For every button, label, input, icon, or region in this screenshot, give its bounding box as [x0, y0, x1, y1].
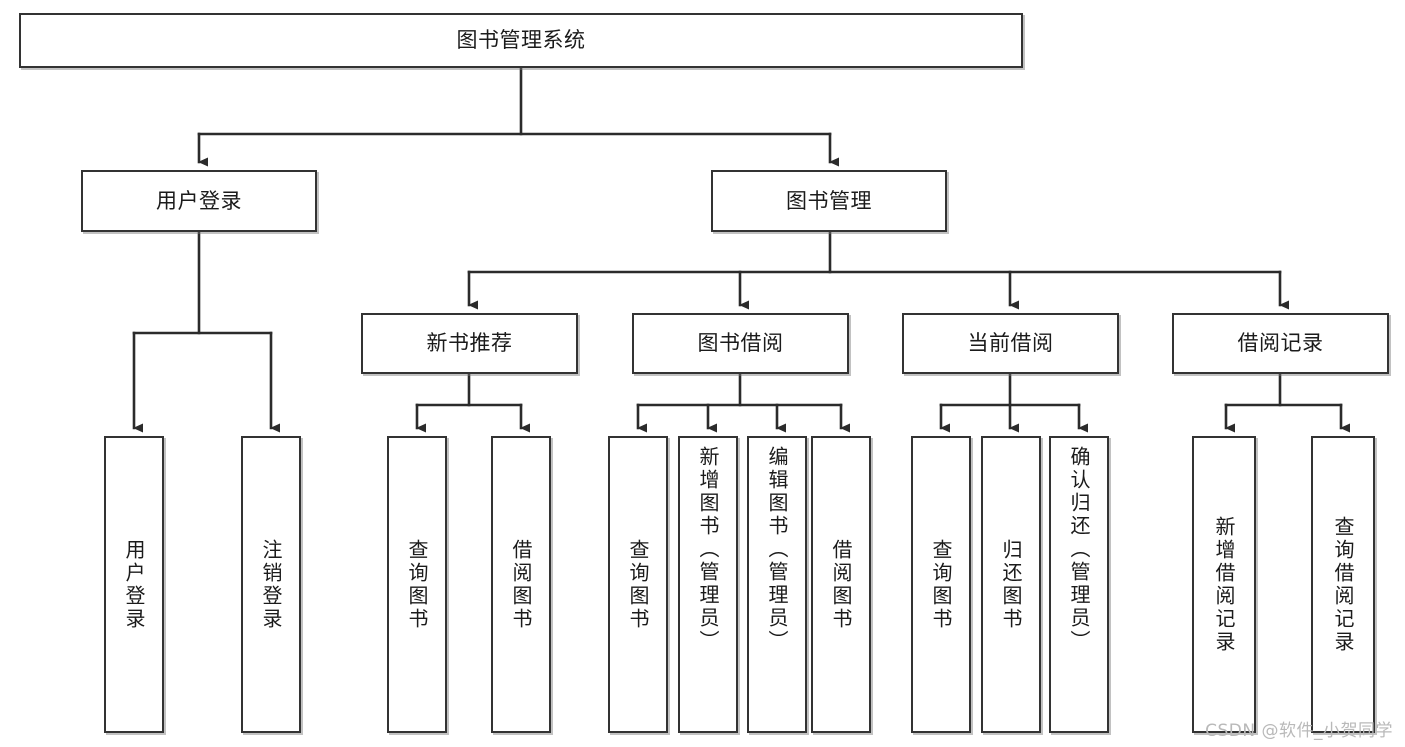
node-leaf-borrow-book-new-recommend[interactable]: 借阅图书 [491, 436, 551, 733]
node-label: 查询图书 [626, 538, 650, 631]
node-label: 借阅图书 [829, 538, 853, 631]
node-label: 确认归还（管理员） [1067, 446, 1091, 653]
node-label: 用户登录 [156, 188, 242, 213]
node-label: 借阅图书 [509, 538, 533, 631]
node-label: 查询借阅记录 [1331, 515, 1355, 654]
node-new-book-recommend[interactable]: 新书推荐 [361, 313, 578, 374]
node-label: 新增借阅记录 [1212, 515, 1236, 654]
node-label: 查询图书 [929, 538, 953, 631]
node-label: 用户登录 [122, 538, 146, 631]
node-leaf-query-borrow-record[interactable]: 查询借阅记录 [1311, 436, 1375, 733]
node-leaf-logout[interactable]: 注销登录 [241, 436, 301, 733]
node-label: 归还图书 [999, 538, 1023, 631]
node-leaf-borrow-book-borrow[interactable]: 借阅图书 [811, 436, 871, 733]
node-leaf-query-book-current[interactable]: 查询图书 [911, 436, 971, 733]
node-label: 当前借阅 [967, 331, 1054, 356]
node-leaf-add-borrow-record[interactable]: 新增借阅记录 [1192, 436, 1256, 733]
node-label: 图书管理系统 [456, 28, 586, 53]
node-label: 借阅记录 [1237, 331, 1324, 356]
node-leaf-confirm-return-admin[interactable]: 确认归还（管理员） [1049, 436, 1109, 733]
node-book-management[interactable]: 图书管理 [711, 170, 947, 232]
node-borrow-record[interactable]: 借阅记录 [1172, 313, 1389, 374]
csdn-watermark: CSDN @软件_小贺同学 [1205, 721, 1393, 741]
node-leaf-return-book[interactable]: 归还图书 [981, 436, 1041, 733]
node-current-borrow[interactable]: 当前借阅 [902, 313, 1119, 374]
node-leaf-edit-book-admin[interactable]: 编辑图书（管理员） [747, 436, 807, 733]
node-book-borrow[interactable]: 图书借阅 [632, 313, 849, 374]
node-leaf-query-book-new-recommend[interactable]: 查询图书 [387, 436, 447, 733]
node-leaf-user-login[interactable]: 用户登录 [104, 436, 164, 733]
node-label: 新书推荐 [426, 331, 513, 356]
node-label: 查询图书 [405, 538, 429, 631]
node-label: 图书管理 [786, 188, 872, 213]
node-label: 新增图书（管理员） [696, 446, 720, 653]
node-label: 编辑图书（管理员） [765, 446, 789, 653]
node-leaf-add-book-admin[interactable]: 新增图书（管理员） [678, 436, 738, 733]
node-label: 注销登录 [259, 538, 283, 631]
node-root-book-management-system[interactable]: 图书管理系统 [19, 13, 1023, 68]
node-label: 图书借阅 [697, 331, 784, 356]
node-user-login[interactable]: 用户登录 [81, 170, 317, 232]
node-leaf-query-book-borrow[interactable]: 查询图书 [608, 436, 668, 733]
